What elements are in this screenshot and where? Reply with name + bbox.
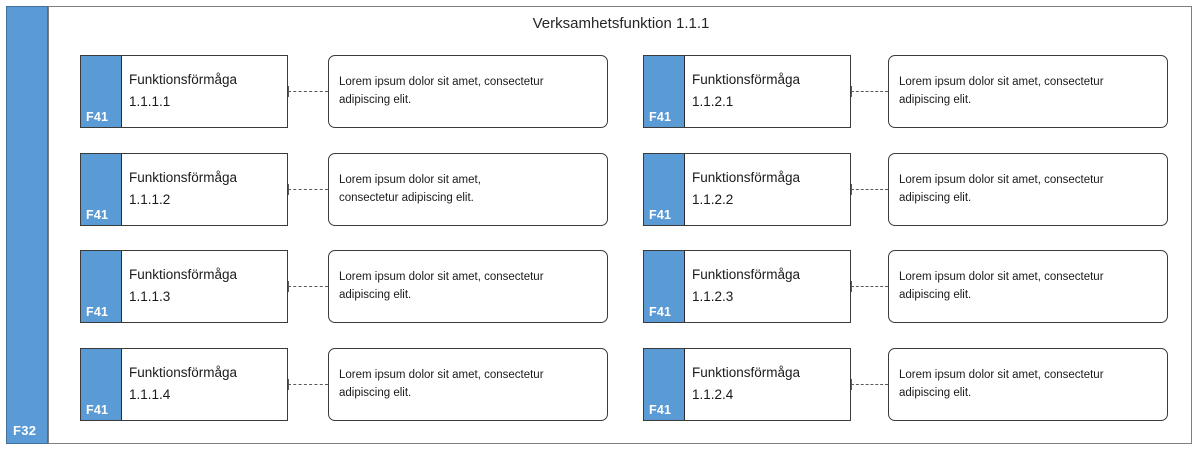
note-text: Lorem ipsum dolor sit amet, consectetur … — [329, 74, 544, 110]
function-label: Funktionsförmåga 1.1.1.2 — [129, 154, 283, 225]
note-line2: consectetur adipiscing elit. — [339, 191, 474, 204]
verksamhetsomrade-sidebar: F32 — [6, 6, 48, 444]
function-tag-stripe: F41 — [81, 251, 122, 322]
function-label-line2: 1.1.2.1 — [692, 94, 734, 109]
function-label-line1: Funktionsförmåga — [129, 72, 238, 88]
function-label-line1: Funktionsförmåga — [129, 170, 238, 186]
note-box[interactable]: Lorem ipsum dolor sit amet, consectetur … — [888, 55, 1168, 128]
connector-line — [851, 286, 888, 287]
function-tag-stripe: F41 — [81, 154, 122, 225]
function-label-line2: 1.1.1.4 — [129, 387, 171, 402]
function-box[interactable]: F41 Funktionsförmåga 1.1.2.4 — [643, 348, 851, 421]
page-title: Verksamhetsfunktion 1.1.1 — [532, 15, 710, 32]
function-tag-stripe: F41 — [81, 349, 122, 420]
function-label-line2: 1.1.2.4 — [692, 387, 734, 402]
function-label-line1: Funktionsförmåga — [129, 365, 238, 381]
note-line2: adipiscing elit. — [899, 386, 972, 399]
function-tag-label: F41 — [86, 208, 109, 222]
function-label-line2: 1.1.2.3 — [692, 289, 734, 304]
function-tag-stripe: F41 — [644, 56, 685, 127]
function-label: Funktionsförmåga 1.1.1.1 — [129, 56, 283, 127]
note-box[interactable]: Lorem ipsum dolor sit amet, consectetur … — [888, 348, 1168, 421]
function-label-line2: 1.1.1.1 — [129, 94, 171, 109]
connector-line — [851, 91, 888, 92]
note-text: Lorem ipsum dolor sit amet, consectetur … — [889, 367, 1104, 403]
function-box[interactable]: F41 Funktionsförmåga 1.1.2.3 — [643, 250, 851, 323]
function-label-line2: 1.1.1.3 — [129, 289, 171, 304]
note-line1: Lorem ipsum dolor sit amet, — [339, 173, 481, 186]
function-label: Funktionsförmåga 1.1.2.2 — [692, 154, 846, 225]
connector-line — [851, 189, 888, 190]
note-line2: adipiscing elit. — [899, 191, 972, 204]
function-label-line1: Funktionsförmåga — [692, 365, 801, 381]
function-label: Funktionsförmåga 1.1.1.3 — [129, 251, 283, 322]
note-text: Lorem ipsum dolor sit amet, consectetur … — [889, 74, 1104, 110]
function-label-line1: Funktionsförmåga — [692, 72, 801, 88]
note-line1: Lorem ipsum dolor sit amet, consectetur — [899, 75, 1104, 88]
connector-line — [288, 384, 328, 385]
note-line2: adipiscing elit. — [899, 288, 972, 301]
function-tag-stripe: F41 — [81, 56, 122, 127]
function-box[interactable]: F41 Funktionsförmåga 1.1.2.2 — [643, 153, 851, 226]
note-line2: adipiscing elit. — [899, 93, 972, 106]
note-box[interactable]: Lorem ipsum dolor sit amet, consectetur … — [328, 348, 608, 421]
sidebar-tag-f32: F32 — [13, 423, 37, 438]
note-line1: Lorem ipsum dolor sit amet, consectetur — [899, 173, 1104, 186]
note-text: Lorem ipsum dolor sit amet, consectetur … — [889, 172, 1104, 208]
connector-line — [288, 286, 328, 287]
function-tag-label: F41 — [649, 110, 672, 124]
note-line1: Lorem ipsum dolor sit amet, consectetur — [339, 270, 544, 283]
note-line1: Lorem ipsum dolor sit amet, consectetur — [339, 75, 544, 88]
function-label-line1: Funktionsförmåga — [129, 267, 238, 283]
note-text: Lorem ipsum dolor sit amet, consectetur … — [329, 367, 544, 403]
note-line1: Lorem ipsum dolor sit amet, consectetur — [339, 368, 544, 381]
note-text: Lorem ipsum dolor sit amet, consectetur … — [329, 269, 544, 305]
note-text: Lorem ipsum dolor sit amet, consectetur … — [329, 172, 481, 208]
note-line2: adipiscing elit. — [339, 386, 412, 399]
function-tag-label: F41 — [649, 305, 672, 319]
function-box[interactable]: F41 Funktionsförmåga 1.1.2.1 — [643, 55, 851, 128]
connector-line — [288, 189, 328, 190]
function-label-line2: 1.1.1.2 — [129, 192, 171, 207]
function-label-line1: Funktionsförmåga — [692, 267, 801, 283]
note-line2: adipiscing elit. — [339, 288, 412, 301]
note-box[interactable]: Lorem ipsum dolor sit amet, consectetur … — [328, 55, 608, 128]
function-tag-label: F41 — [649, 403, 672, 417]
function-box[interactable]: F41 Funktionsförmåga 1.1.1.3 — [80, 250, 288, 323]
function-box[interactable]: F41 Funktionsförmåga 1.1.1.2 — [80, 153, 288, 226]
connector-line — [851, 384, 888, 385]
function-label: Funktionsförmåga 1.1.2.4 — [692, 349, 846, 420]
function-tag-stripe: F41 — [644, 251, 685, 322]
function-tag-label: F41 — [86, 403, 109, 417]
function-tag-label: F41 — [86, 305, 109, 319]
function-box[interactable]: F41 Funktionsförmåga 1.1.1.4 — [80, 348, 288, 421]
note-box[interactable]: Lorem ipsum dolor sit amet, consectetur … — [888, 153, 1168, 226]
function-label: Funktionsförmåga 1.1.1.4 — [129, 349, 283, 420]
function-tag-label: F41 — [86, 110, 109, 124]
note-line2: adipiscing elit. — [339, 93, 412, 106]
note-line1: Lorem ipsum dolor sit amet, consectetur — [899, 270, 1104, 283]
note-box[interactable]: Lorem ipsum dolor sit amet, consectetur … — [328, 250, 608, 323]
connector-line — [288, 91, 328, 92]
function-tag-stripe: F41 — [644, 349, 685, 420]
function-tag-stripe: F41 — [644, 154, 685, 225]
note-box[interactable]: Lorem ipsum dolor sit amet, consectetur … — [888, 250, 1168, 323]
note-box[interactable]: Lorem ipsum dolor sit amet, consectetur … — [328, 153, 608, 226]
function-box[interactable]: F41 Funktionsförmåga 1.1.1.1 — [80, 55, 288, 128]
note-line1: Lorem ipsum dolor sit amet, consectetur — [899, 368, 1104, 381]
function-tag-label: F41 — [649, 208, 672, 222]
note-text: Lorem ipsum dolor sit amet, consectetur … — [889, 269, 1104, 305]
function-label-line2: 1.1.2.2 — [692, 192, 734, 207]
function-label: Funktionsförmåga 1.1.2.3 — [692, 251, 846, 322]
function-label-line1: Funktionsförmåga — [692, 170, 801, 186]
function-label: Funktionsförmåga 1.1.2.1 — [692, 56, 846, 127]
